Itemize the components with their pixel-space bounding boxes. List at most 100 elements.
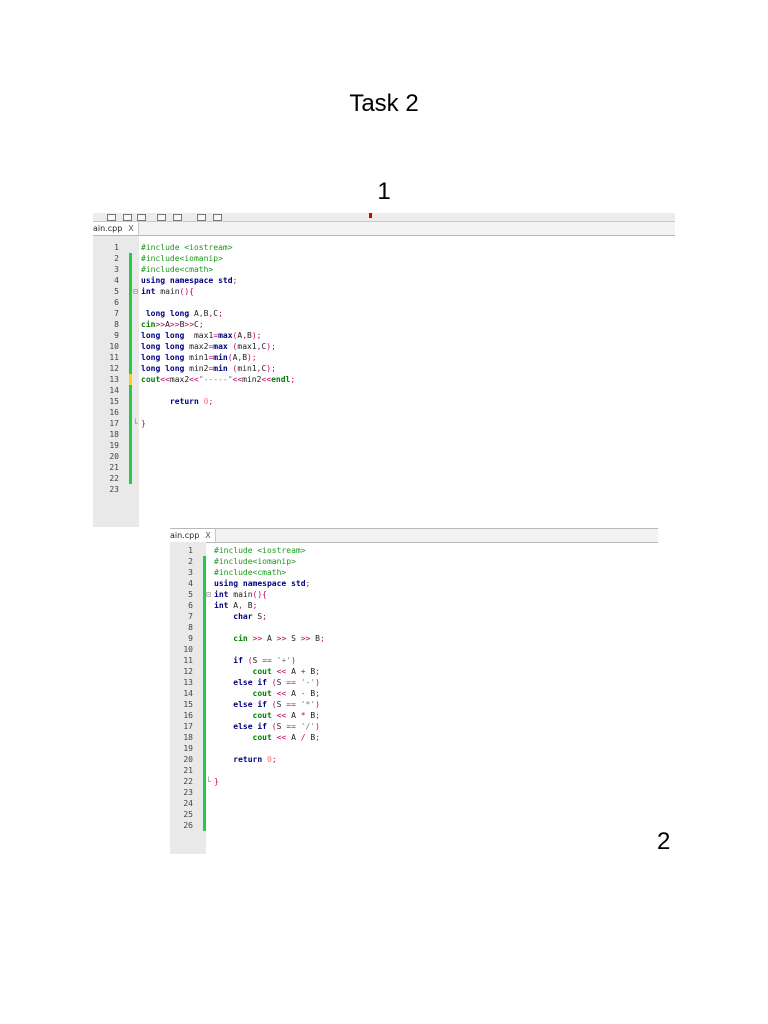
code-token: ( xyxy=(227,353,233,362)
code-token: C xyxy=(261,364,267,373)
code-token: B xyxy=(247,331,252,340)
code-text: cout << A / B; xyxy=(214,732,320,743)
code-text: using namespace std; xyxy=(214,578,310,589)
code-token: << xyxy=(271,689,287,698)
code-token: ; xyxy=(208,397,214,406)
code-text: } xyxy=(141,418,146,429)
figure-label-2: 2 xyxy=(657,828,671,855)
code-token: '-' xyxy=(295,678,316,687)
tab-main-cpp[interactable]: ain.cpp X xyxy=(93,222,139,235)
line-number: 25 xyxy=(183,810,193,819)
code-token: B xyxy=(305,733,316,742)
change-marker xyxy=(203,578,206,589)
code-token: (){ xyxy=(179,287,194,296)
change-marker xyxy=(129,330,132,341)
change-marker xyxy=(203,787,206,798)
code-token: #include<iomanip> xyxy=(214,557,296,566)
change-marker xyxy=(203,644,206,655)
code-token: using namespace std xyxy=(214,579,306,588)
code-token: A xyxy=(165,320,170,329)
code-token: A xyxy=(237,331,243,340)
code-token: ; xyxy=(271,755,277,764)
code-token: A xyxy=(189,309,199,318)
line-number: 14 xyxy=(109,386,119,395)
code-token: '*' xyxy=(295,700,316,709)
code-token: cin xyxy=(141,320,156,329)
code-token: int xyxy=(214,601,229,610)
code-token: C xyxy=(194,320,199,329)
tab-label: ain.cpp xyxy=(93,224,123,233)
toolbar-icon xyxy=(123,214,132,221)
code-line: 17└} xyxy=(93,418,675,429)
code-token: endl xyxy=(271,375,291,384)
code-token: + xyxy=(300,667,306,676)
change-marker xyxy=(203,611,206,622)
close-tab-icon[interactable]: X xyxy=(128,224,134,233)
code-text: #include<iomanip> xyxy=(214,556,296,567)
line-number: 9 xyxy=(114,331,119,340)
code-line: 17 else if (S == '/') xyxy=(170,721,658,732)
code-token: C xyxy=(261,342,267,351)
code-token: = xyxy=(208,353,214,362)
code-text: cin>>A>>B>>C; xyxy=(141,319,204,330)
zoom-in-icon xyxy=(157,214,166,221)
line-number: 8 xyxy=(188,623,193,632)
line-number: 1 xyxy=(114,243,119,252)
code-token: else if xyxy=(214,722,267,731)
code-line: 9 cin >> A >> S >> B; xyxy=(170,633,658,644)
code-token: << xyxy=(189,375,199,384)
code-token: << xyxy=(271,711,287,720)
code-token: } xyxy=(141,419,146,428)
code-token: - xyxy=(300,689,306,698)
stop-icon xyxy=(369,213,372,218)
code-line: 16 cout << A * B; xyxy=(170,710,658,721)
line-number: 5 xyxy=(188,590,193,599)
code-token: >> xyxy=(184,320,195,329)
code-token: max1 xyxy=(237,342,257,351)
code-token: == xyxy=(262,656,272,665)
code-token: main xyxy=(228,590,253,599)
change-marker xyxy=(203,633,206,644)
code-token: long long xyxy=(141,364,185,373)
code-text: else if (S == '-') xyxy=(214,677,320,688)
code-token: int xyxy=(141,287,156,296)
code-token: B xyxy=(203,309,209,318)
code-token: "-----" xyxy=(198,375,233,384)
code-token: >> xyxy=(169,320,180,329)
change-marker xyxy=(129,275,132,286)
line-number: 14 xyxy=(183,689,193,698)
code-token: main xyxy=(155,287,180,296)
code-token: cin xyxy=(214,634,248,643)
code-token: } xyxy=(214,777,219,786)
code-line: 20 xyxy=(93,451,675,462)
code-token: using namespace std xyxy=(141,276,233,285)
code-token: << xyxy=(232,375,243,384)
code-line: 22 xyxy=(93,473,675,484)
change-marker xyxy=(203,556,206,567)
tab-bar: ain.cpp X xyxy=(93,222,675,236)
line-number: 17 xyxy=(183,722,193,731)
code-token: max2 xyxy=(169,375,190,384)
code-line: 13 else if (S == '-') xyxy=(170,677,658,688)
code-line: 2#include<iomanip> xyxy=(93,253,675,264)
code-token: cout xyxy=(141,375,161,384)
code-text: cin >> A >> S >> B; xyxy=(214,633,325,644)
close-tab-icon[interactable]: X xyxy=(205,531,211,540)
code-token: , xyxy=(242,331,248,340)
change-marker xyxy=(203,699,206,710)
code-token: ; xyxy=(232,276,238,285)
line-number: 19 xyxy=(183,744,193,753)
code-text: #include<cmath> xyxy=(141,264,213,275)
document-title: Task 2 xyxy=(349,90,419,117)
code-token: min xyxy=(213,353,228,362)
code-line: 8 xyxy=(170,622,658,633)
fold-marker-icon[interactable]: ⊟ xyxy=(133,287,138,296)
change-marker xyxy=(203,677,206,688)
code-token: = xyxy=(208,342,214,351)
fold-marker-icon[interactable]: ⊟ xyxy=(206,590,211,599)
code-token: else if xyxy=(214,700,267,709)
